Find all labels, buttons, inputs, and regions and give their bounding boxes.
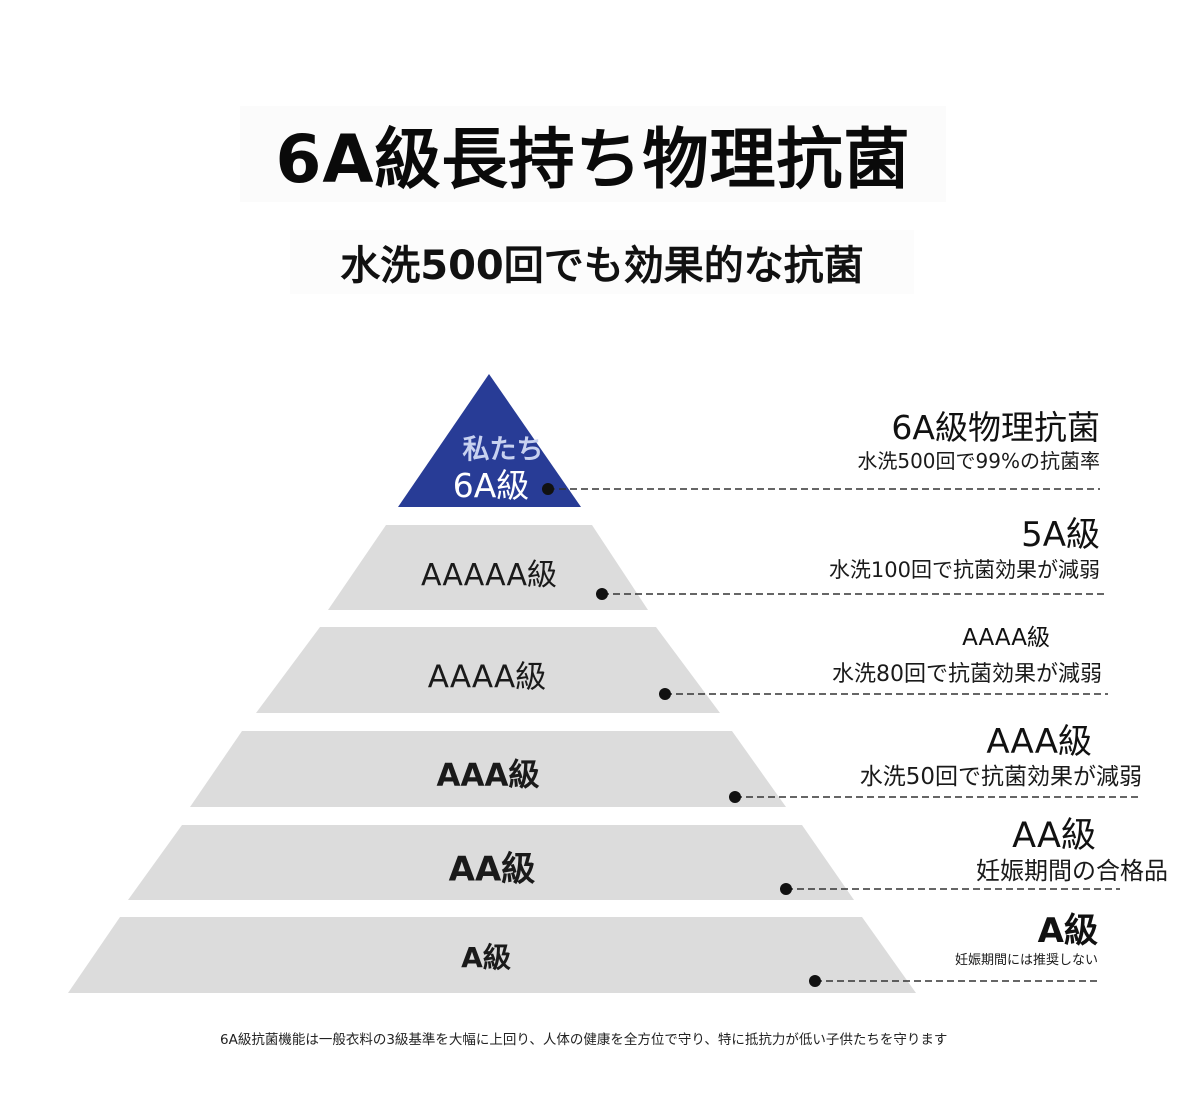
note-heading: AAA級 — [986, 722, 1092, 762]
tier-label-4: AA級 — [448, 849, 536, 890]
note-2: 5A級 水洗100回で抗菌効果が減弱 — [829, 514, 1100, 584]
pyramid-tier-3 — [190, 731, 786, 807]
note-4: AAA級 — [986, 722, 1092, 762]
tier-label-1: AAAAA級 — [421, 558, 557, 593]
note-heading: 5A級 — [1021, 515, 1100, 555]
note-detail: 水洗100回で抗菌効果が減弱 — [828, 558, 1100, 582]
marker-dot-1 — [542, 483, 554, 495]
footer-note: 6A級抗菌機能は一般衣料の3級基準を大幅に上回り、人体の健康を全方位で守り、特に… — [220, 1032, 948, 1048]
subtitle-banner: 水洗500回でも効果的な抗菌 — [290, 230, 914, 294]
note-detail: 妊娠期間の合格品 — [976, 857, 1168, 885]
pyramid-tier-5 — [68, 917, 916, 993]
marker-dot-5 — [780, 883, 792, 895]
tier-label-3: AAA級 — [436, 757, 540, 794]
note-heading: AA級 — [1012, 816, 1096, 856]
note-3: AAAA級 — [962, 622, 1050, 654]
note-3-detail-wrap: 水洗80回で抗菌効果が減弱 — [832, 660, 1102, 690]
note-detail: 水洗50回で抗菌効果が減弱 — [859, 764, 1142, 790]
note-detail: 妊娠期間には推奨しない — [954, 953, 1098, 968]
note-detail: 水洗80回で抗菌効果が減弱 — [832, 662, 1102, 687]
page-subtitle: 水洗500回でも効果的な抗菌 — [340, 243, 864, 289]
note-heading: 6A級物理抗菌 — [891, 408, 1100, 447]
pyramid-tier-2 — [256, 627, 720, 713]
tier-label-5: A級 — [461, 941, 511, 974]
page-title: 6A級長持ち物理抗菌 — [275, 121, 911, 198]
marker-dot-3 — [659, 688, 671, 700]
marker-dot-4 — [729, 791, 741, 803]
note-detail: 水洗500回で99%の抗菌率 — [857, 449, 1100, 473]
marker-dot-2 — [596, 588, 608, 600]
top-tier-label-line2: 6A級 — [452, 466, 530, 505]
note-4-detail-wrap: 水洗50回で抗菌効果が減弱 — [860, 762, 1142, 792]
top-tier-label-line1: 私たち — [462, 434, 544, 466]
tier-label-2: AAAA級 — [427, 659, 547, 696]
note-heading: AAAA級 — [962, 625, 1050, 651]
note-6: A級 妊娠期間には推奨しない — [955, 910, 1098, 970]
note-heading: A級 — [1037, 911, 1098, 951]
note-5: AA級 — [1012, 816, 1096, 856]
pyramid-tier-4 — [128, 825, 854, 900]
marker-dot-6 — [809, 975, 821, 987]
title-banner: 6A級長持ち物理抗菌 — [240, 106, 946, 202]
pyramid-top-triangle — [398, 374, 581, 507]
note-5-detail-wrap: 妊娠期間の合格品 — [976, 856, 1168, 886]
note-1: 6A級物理抗菌 水洗500回で99%の抗菌率 — [857, 408, 1100, 474]
pyramid-tier-1 — [328, 525, 648, 610]
